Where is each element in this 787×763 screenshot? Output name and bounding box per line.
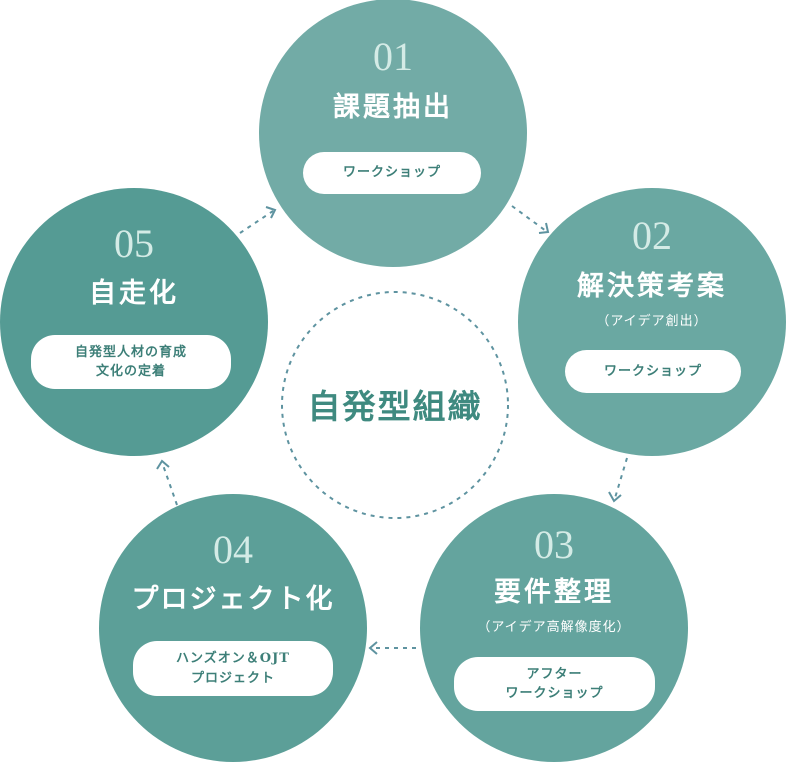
step-number: 05 — [114, 221, 154, 266]
pill-text: プロジェクト — [190, 670, 275, 686]
center-dashed-circle — [281, 291, 509, 519]
pill-text: ワークショップ — [603, 363, 702, 379]
arrow-03-to-04 — [368, 641, 416, 655]
step-05: 05 自走化 自発型人材の育成 文化の定着 — [0, 188, 268, 456]
arrow-04-to-05 — [156, 459, 178, 506]
step-03: 03 要件整理 （アイデア高解像度化） アフター ワークショップ — [420, 494, 688, 762]
arrow-01-to-02 — [511, 205, 550, 234]
step-title: プロジェクト化 — [131, 584, 335, 615]
pill-text: ワークショップ — [342, 165, 441, 181]
step-subtitle: （アイデア高解像度化） — [477, 620, 631, 635]
step-pill: ワークショップ — [303, 152, 481, 194]
pill-text: ワークショップ — [505, 686, 604, 701]
step-title: 解決策考案 — [577, 271, 727, 302]
step-number: 03 — [534, 522, 574, 567]
step-04: 04 プロジェクト化 ハンズオン＆OJT プロジェクト — [99, 494, 367, 762]
step-title: 自走化 — [89, 278, 179, 309]
step-title: 課題抽出 — [333, 92, 453, 123]
step-02: 02 解決策考案 （アイデア創出） ワークショップ — [518, 188, 786, 456]
arrow-02-to-03 — [608, 457, 628, 503]
pill-text: アフター — [526, 666, 583, 682]
step-pill: 自発型人材の育成 文化の定着 — [31, 335, 231, 389]
step-number: 04 — [213, 527, 253, 572]
step-01: 01 課題抽出 ワークショップ — [259, 0, 527, 267]
center-label: 自発型組織 — [307, 387, 483, 426]
step-pill: ハンズオン＆OJT プロジェクト — [133, 641, 333, 696]
arrow-05-to-01 — [239, 206, 277, 234]
pill-text: 文化の定着 — [95, 364, 166, 379]
step-number: 01 — [373, 34, 413, 79]
step-pill: ワークショップ — [565, 350, 741, 393]
pill-text: ハンズオン＆OJT — [176, 651, 290, 666]
pill-text: 自発型人材の育成 — [74, 344, 187, 360]
step-number: 02 — [632, 213, 672, 258]
step-pill: アフター ワークショップ — [454, 657, 655, 711]
step-title: 要件整理 — [494, 577, 614, 608]
step-subtitle: （アイデア創出） — [596, 314, 708, 329]
